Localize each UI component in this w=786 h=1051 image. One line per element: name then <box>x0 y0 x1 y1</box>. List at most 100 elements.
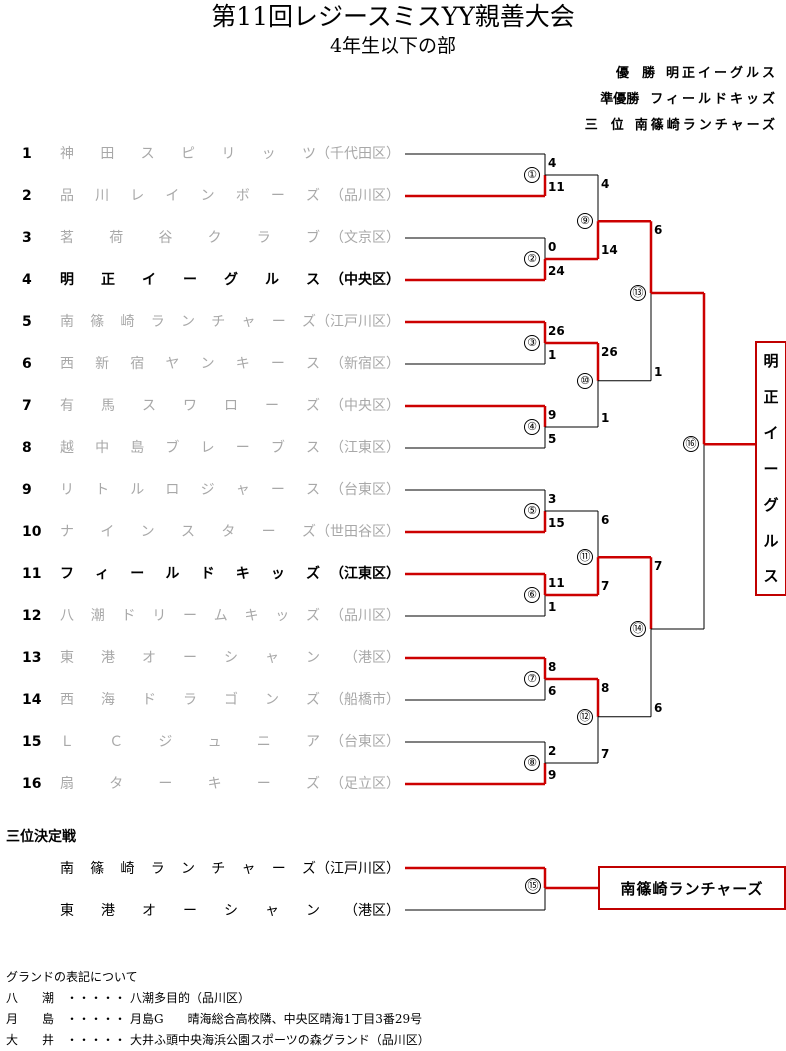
seed-number: 16 <box>22 776 42 792</box>
seed-number: 3 <box>22 230 32 246</box>
team-name: リトルロジャース <box>60 482 320 498</box>
team-entry: ナインスターズ（世田谷区） <box>60 523 400 541</box>
team-area: （江戸川区） <box>316 861 400 877</box>
notes-key: 大 井 <box>6 1033 55 1047</box>
team-name: 西新宿ヤンキース <box>60 356 320 372</box>
match-number: ⑫ <box>577 708 593 725</box>
champion-char: イ <box>763 424 779 443</box>
result-team: フィールドキッズ <box>650 92 778 107</box>
team-area: （台東区） <box>330 734 400 750</box>
match-number: ⑤ <box>524 503 540 519</box>
team-area: （世田谷区） <box>316 524 400 540</box>
team-name: フィールドキッズ <box>60 566 320 582</box>
champion-char: 明 <box>763 352 779 371</box>
match-number: ⑪ <box>577 549 593 566</box>
team-entry: 神田スピリッツ（千代田区） <box>60 145 400 163</box>
result-third: 三 位南篠崎ランチャーズ <box>585 114 778 133</box>
score-bottom: 9 <box>548 768 557 782</box>
champion-char: グ <box>763 495 779 514</box>
team-name: 南篠崎ランチャーズ <box>60 861 316 877</box>
match-number: ④ <box>524 419 540 435</box>
team-area: （品川区） <box>330 188 400 204</box>
page-subtitle: 4年生以下の部 <box>329 35 457 57</box>
team-name: ナインスターズ <box>60 524 316 540</box>
seed-number: 9 <box>22 482 32 498</box>
team-entry: 東港オーシャン（港区） <box>60 649 400 667</box>
team-name: 八潮ドリームキッズ <box>60 608 320 624</box>
result-team: 明正イーグルス <box>665 66 778 81</box>
team-area: （文京区） <box>330 230 400 246</box>
team-area: （船橋市） <box>330 692 400 708</box>
team-entry: 品川レインボーズ（品川区） <box>60 187 400 205</box>
score-bottom: 11 <box>548 180 565 194</box>
score-bottom: 24 <box>548 264 565 278</box>
third-place-winner-box: 南篠崎ランチャーズ <box>598 866 786 910</box>
seed-number: 11 <box>22 566 42 582</box>
score-bottom: 1 <box>548 600 557 614</box>
team-area: （江東区） <box>330 566 400 582</box>
notes-key: 月 島 <box>6 1012 55 1026</box>
notes-heading: グランドの表記について <box>6 970 138 984</box>
score-top: 6 <box>654 223 663 238</box>
notes-dots: ・・・・・ <box>66 1033 127 1047</box>
champion-box: 明正イーグルス <box>755 341 786 596</box>
result-team: 南篠崎ランチャーズ <box>634 118 778 133</box>
match-number: ⑨ <box>577 213 593 230</box>
seed-number: 15 <box>22 734 42 750</box>
score-top: 3 <box>548 492 557 506</box>
seed-number: 5 <box>22 314 32 330</box>
page-title: 第11回レジースミスYY親善大会 <box>211 2 575 31</box>
score-top: 6 <box>601 513 610 527</box>
match-number: ⑥ <box>524 587 540 603</box>
team-area: （台東区） <box>330 482 400 498</box>
notes-key: 八 潮 <box>6 991 55 1005</box>
team-area: （新宿区） <box>330 356 400 372</box>
team-entry: 越中島ブレーブス（江東区） <box>60 439 400 457</box>
team-entry: リトルロジャース （台東区） <box>60 481 400 499</box>
team-entry: 茗荷谷クラブ（文京区） <box>60 229 400 247</box>
match-number: ③ <box>524 335 540 351</box>
score-top: 26 <box>601 345 618 359</box>
team-name: 有馬スワローズ <box>60 398 320 414</box>
score-top: 7 <box>654 559 663 574</box>
result-label: 優 勝 <box>615 66 655 81</box>
team-entry: 西新宿ヤンキース （新宿区） <box>60 355 400 373</box>
team-area: （中央区） <box>330 272 400 288</box>
score-bottom: 5 <box>548 432 557 446</box>
result-champion: 優 勝明正イーグルス <box>616 62 778 81</box>
notes-desc: 大井ふ頭中央海浜公園スポーツの森グランド（品川区） <box>130 1033 430 1047</box>
match-number: ⑭ <box>630 621 646 638</box>
match-number: ⑮ <box>525 878 541 894</box>
score-top: 26 <box>548 324 565 338</box>
seed-number: 12 <box>22 608 42 624</box>
team-entry: 扇ターキーズ（足立区） <box>60 775 400 793</box>
team-area: （港区） <box>344 650 400 666</box>
result-label: 三 位 <box>584 118 624 133</box>
team-entry: 西海ドラゴンズ（船橋市） <box>60 691 400 709</box>
third-place-team-1: 南篠崎ランチャーズ （江戸川区） <box>60 860 400 878</box>
team-entry: 明正イーグルス（中央区） <box>60 271 400 289</box>
champion-char: ス <box>763 567 779 586</box>
third-place-heading: 三位決定戦 <box>6 829 76 845</box>
result-label: 準優勝 <box>600 92 640 107</box>
score-bottom: 1 <box>601 411 610 425</box>
team-area: （品川区） <box>330 608 400 624</box>
score-top: 0 <box>548 240 557 254</box>
score-top: 11 <box>548 576 565 590</box>
champion-char: ー <box>763 459 779 478</box>
team-area: （江戸川区） <box>316 314 400 330</box>
score-top: 2 <box>548 744 557 758</box>
seed-number: 2 <box>22 188 32 204</box>
seed-number: 8 <box>22 440 32 456</box>
team-name: 扇ターキーズ <box>60 776 320 792</box>
notes-desc: 月島G 晴海総合高校隣、中央区晴海1丁目3番29号 <box>130 1012 423 1026</box>
match-number: ⑩ <box>577 372 593 389</box>
score-bottom: 1 <box>548 348 557 362</box>
seed-number: 7 <box>22 398 32 414</box>
notes-desc: 八潮多目的（品川区） <box>130 991 251 1005</box>
score-bottom: 1 <box>654 364 663 379</box>
match-number: ② <box>524 251 540 267</box>
team-entry: 八潮ドリームキッズ （品川区） <box>60 607 400 625</box>
